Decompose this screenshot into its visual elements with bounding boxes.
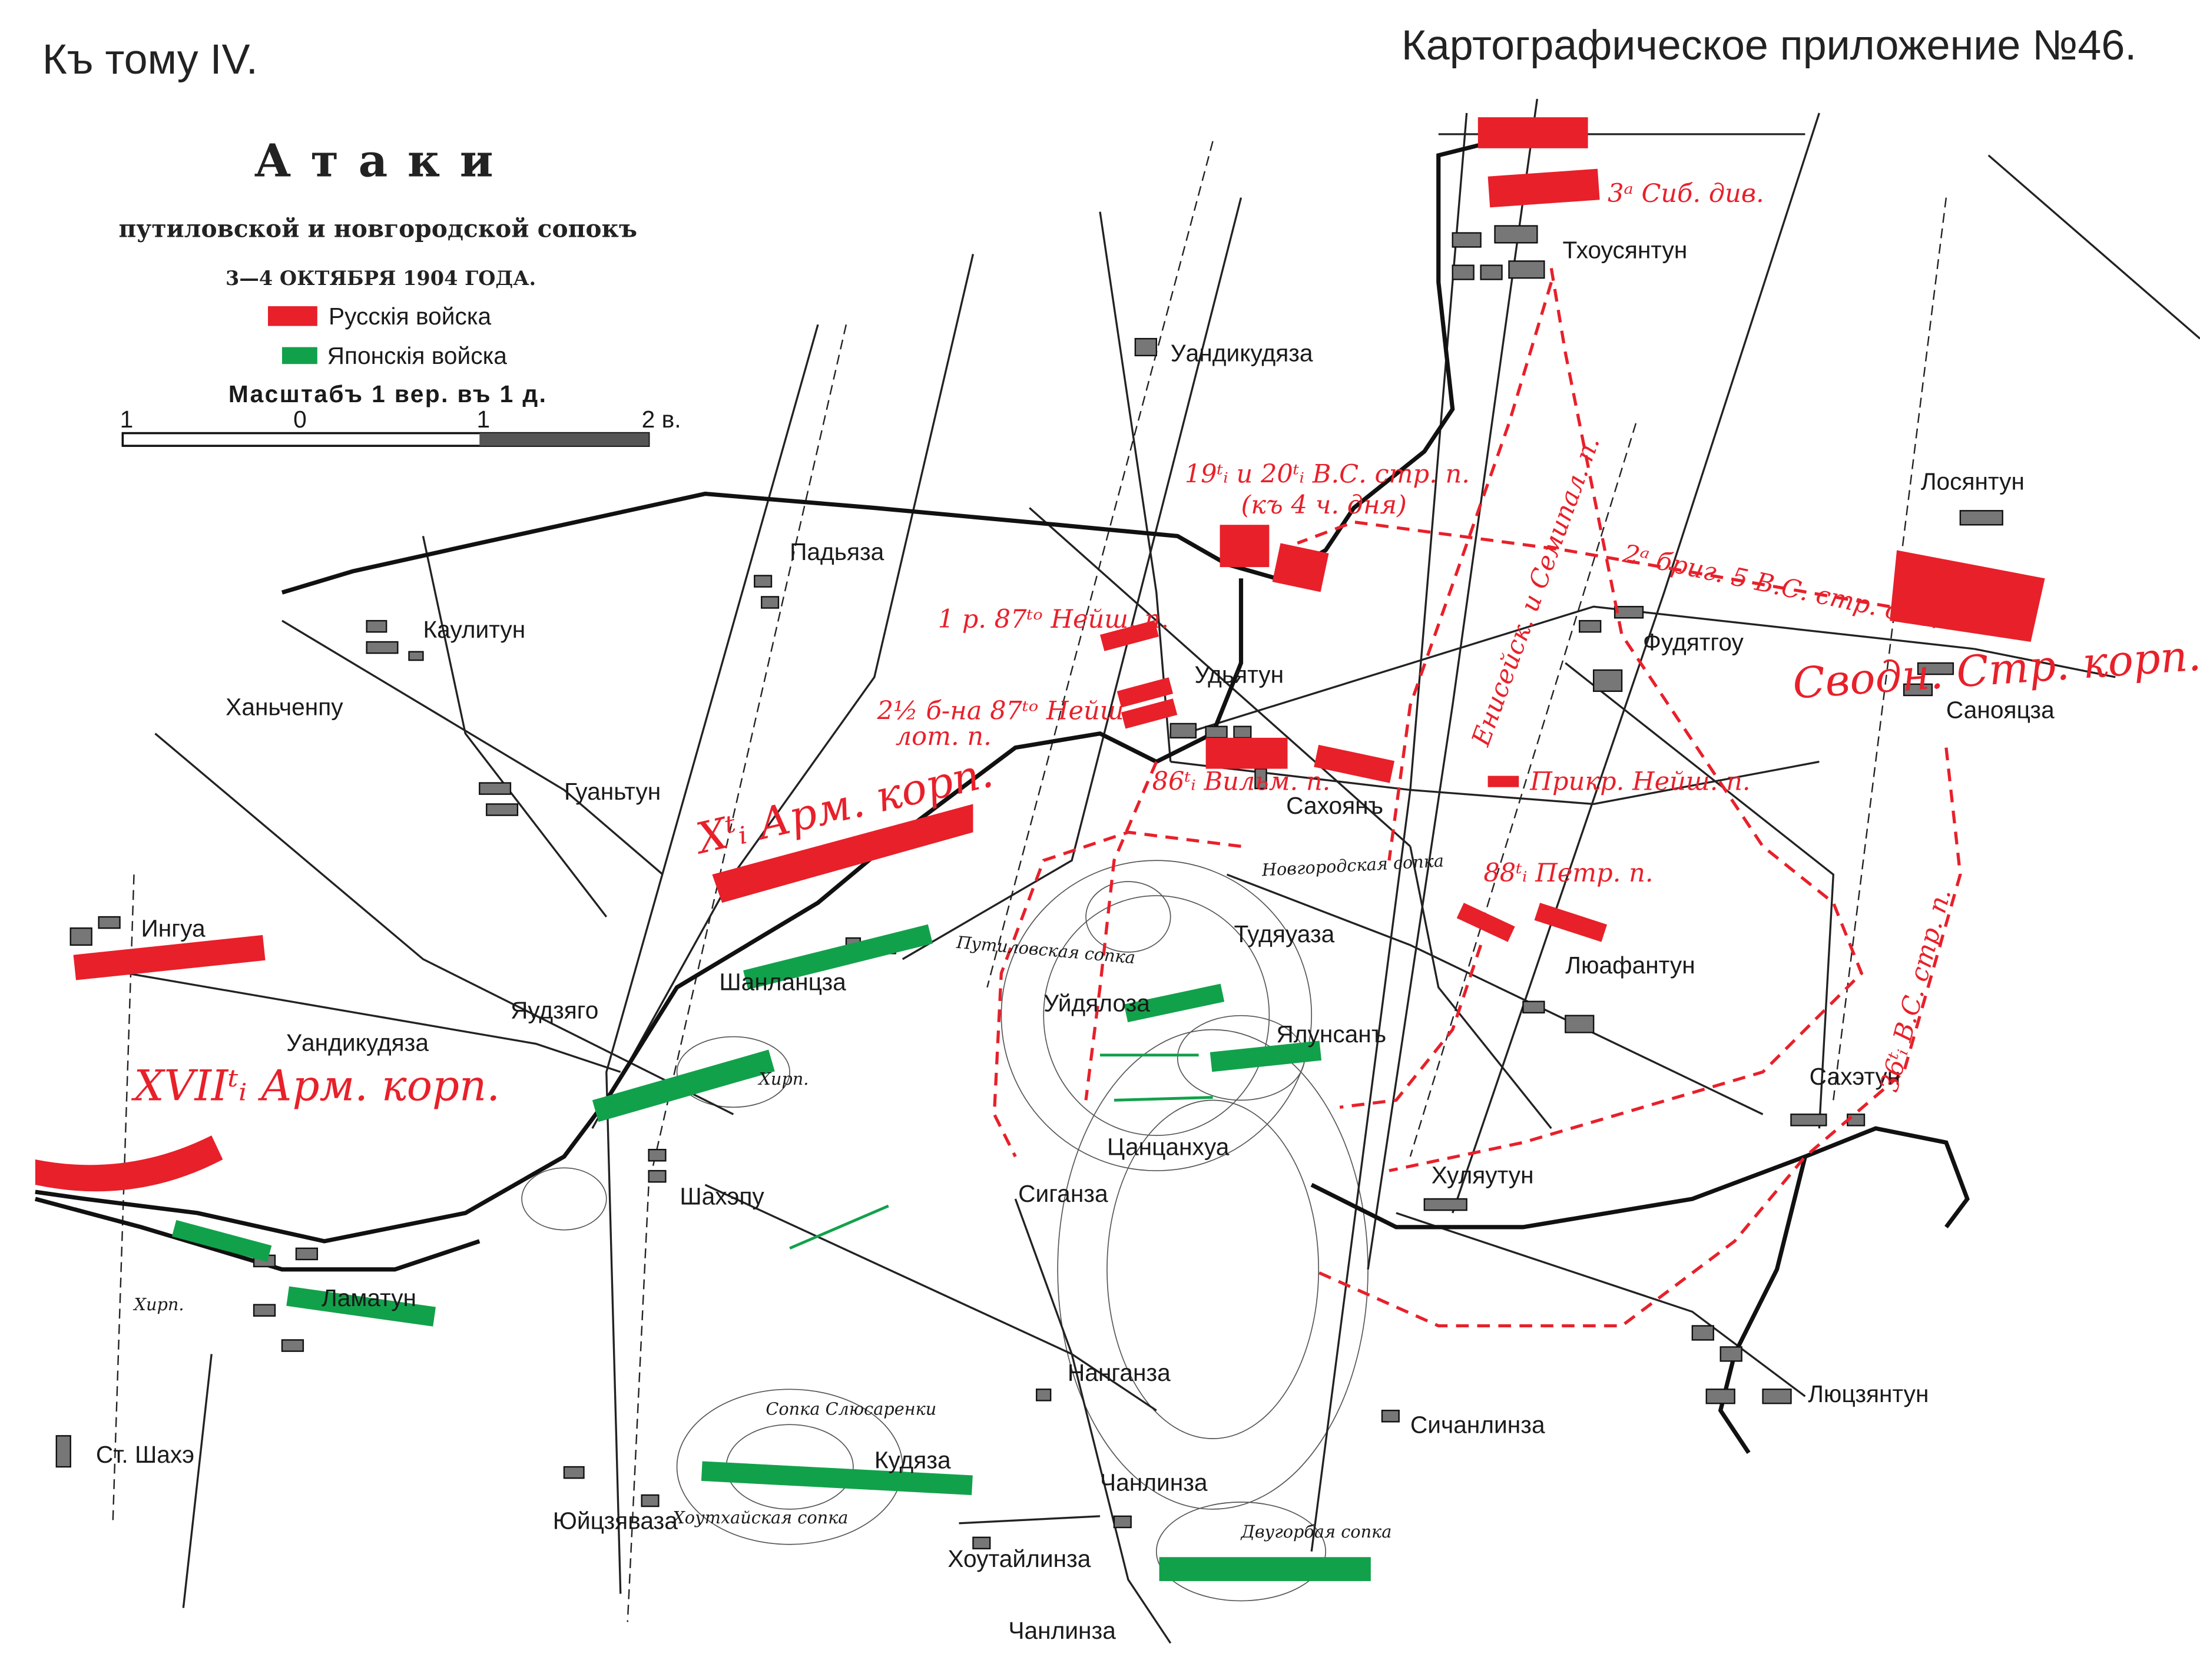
legend-russian-swatch [268,306,317,326]
map-title: Атаки [254,135,513,188]
village-label: Кудяза [874,1446,951,1473]
roads [127,98,2200,1644]
village-label: Санояцза [1946,696,2055,723]
village-label: Сиганза [1018,1180,1108,1207]
hill-labels: Новгородская сопка Путиловская сопка Хир… [133,850,1444,1541]
village-label: Фудятгоу [1643,628,1744,655]
village-label: Ст. Шахэ [96,1441,194,1468]
hill-label: Двугорбая сопка [1240,1522,1391,1542]
village-label: Яудзяго [511,996,598,1023]
unit-label: (къ 4 ч. дня) [1241,491,1406,520]
volume-label: Къ тому IV. [42,36,258,83]
village-label: Сахэтун [1810,1063,1901,1090]
svg-text:0: 0 [293,406,307,433]
hill-label: Хоутхайская сопка [671,1507,848,1527]
unit-label: 88ᵗᵢ Петр. п. [1483,859,1653,888]
village-label: Люафантун [1565,952,1695,979]
village-label: Шахэпу [680,1183,764,1210]
village-label: Ялунсанъ [1276,1020,1386,1048]
unit-label: 86ᵗᵢ Вильм. п. [1152,767,1331,796]
village-label: Тудяуаза [1234,920,1335,947]
unit-label: 36ᵗᵢ В.С. стр. п. [1874,885,1957,1095]
hill-label: Сопка Слюсаренки [766,1399,936,1419]
scale-label: Масштабъ 1 вер. въ 1 д. [228,380,547,407]
village-label: Удьятун [1194,661,1284,688]
hill-label: Хирп. [757,1069,809,1089]
settlements [55,225,2003,1550]
map-date: 3—4 ОКТЯБРЯ 1904 ГОДА. [226,267,536,290]
village-label: Уандикудяза [286,1029,429,1056]
russian-positions [35,117,2045,1192]
svg-text:1: 1 [120,406,134,433]
village-label: Шанланцза [719,969,846,996]
village-label: Каулитун [423,616,525,643]
village-label: Гуаньтун [564,778,661,805]
hill-label: Хирп. [133,1294,184,1314]
village-label: Уйдялоза [1043,989,1150,1016]
village-label: Тхоусянтун [1563,237,1688,264]
village-label: Хуляутун [1432,1162,1534,1189]
rivers [34,125,1970,1454]
hill-label: Путиловская сопка [955,932,1136,967]
appendix-label: Картографическое приложение №46. [1401,22,2136,69]
japanese-positions [171,924,1371,1582]
unit-label: Прикр. Нейш. п. [1529,767,1750,796]
village-label: Чанлинза [1008,1617,1116,1644]
village-label: Люцзянтун [1808,1380,1929,1407]
village-labels: Тхоусянтун Уандикудяза Лосянтун Падьяза … [96,237,2055,1645]
unit-label: 3ᵃ Сиб. див. [1608,179,1764,208]
village-label: Хоутайлинза [947,1545,1091,1572]
legend-japanese-label: Японскія войска [327,342,508,369]
scale-bar: 1 0 1 2 в. [120,406,681,447]
village-label: Чанлинза [1100,1469,1208,1496]
unit-label: 1 р. 87ᵗᵒ Нейш. п. [938,605,1169,634]
svg-text:2 в.: 2 в. [642,406,681,433]
legend-russian-label: Русскія войска [329,303,492,330]
svg-text:1: 1 [476,406,490,433]
russian-movements [992,267,1962,1328]
village-label: Сахоянъ [1286,792,1383,819]
village-label: Ингуа [141,915,205,942]
unit-label: 2½ б-на 87ᵗᵒ Нейш [877,697,1124,726]
title-block: Атаки путиловской и новгородской сопокъ … [118,135,681,447]
village-label: Нанганза [1068,1359,1171,1386]
village-label: Лосянтун [1921,468,2025,495]
village-label: Ханьченпу [226,694,343,721]
unit-label: XVIIᵗᵢ Арм. корп. [131,1061,501,1110]
village-label: Падьяза [790,538,884,565]
village-label: Юйцзяваза [553,1507,678,1534]
village-label: Ламатун [322,1284,416,1311]
unit-label: 19ᵗᵢ и 20ᵗᵢ В.С. стр. п. [1185,459,1470,489]
village-label: Уандикудяза [1171,339,1313,366]
legend-japanese-swatch [281,347,317,365]
village-label: Сичанлинза [1410,1411,1545,1439]
map-subtitle: путиловской и новгородской сопокъ [118,215,637,243]
unit-label: лот. п. [896,722,992,751]
village-label: Цанцанхуа [1107,1134,1230,1161]
